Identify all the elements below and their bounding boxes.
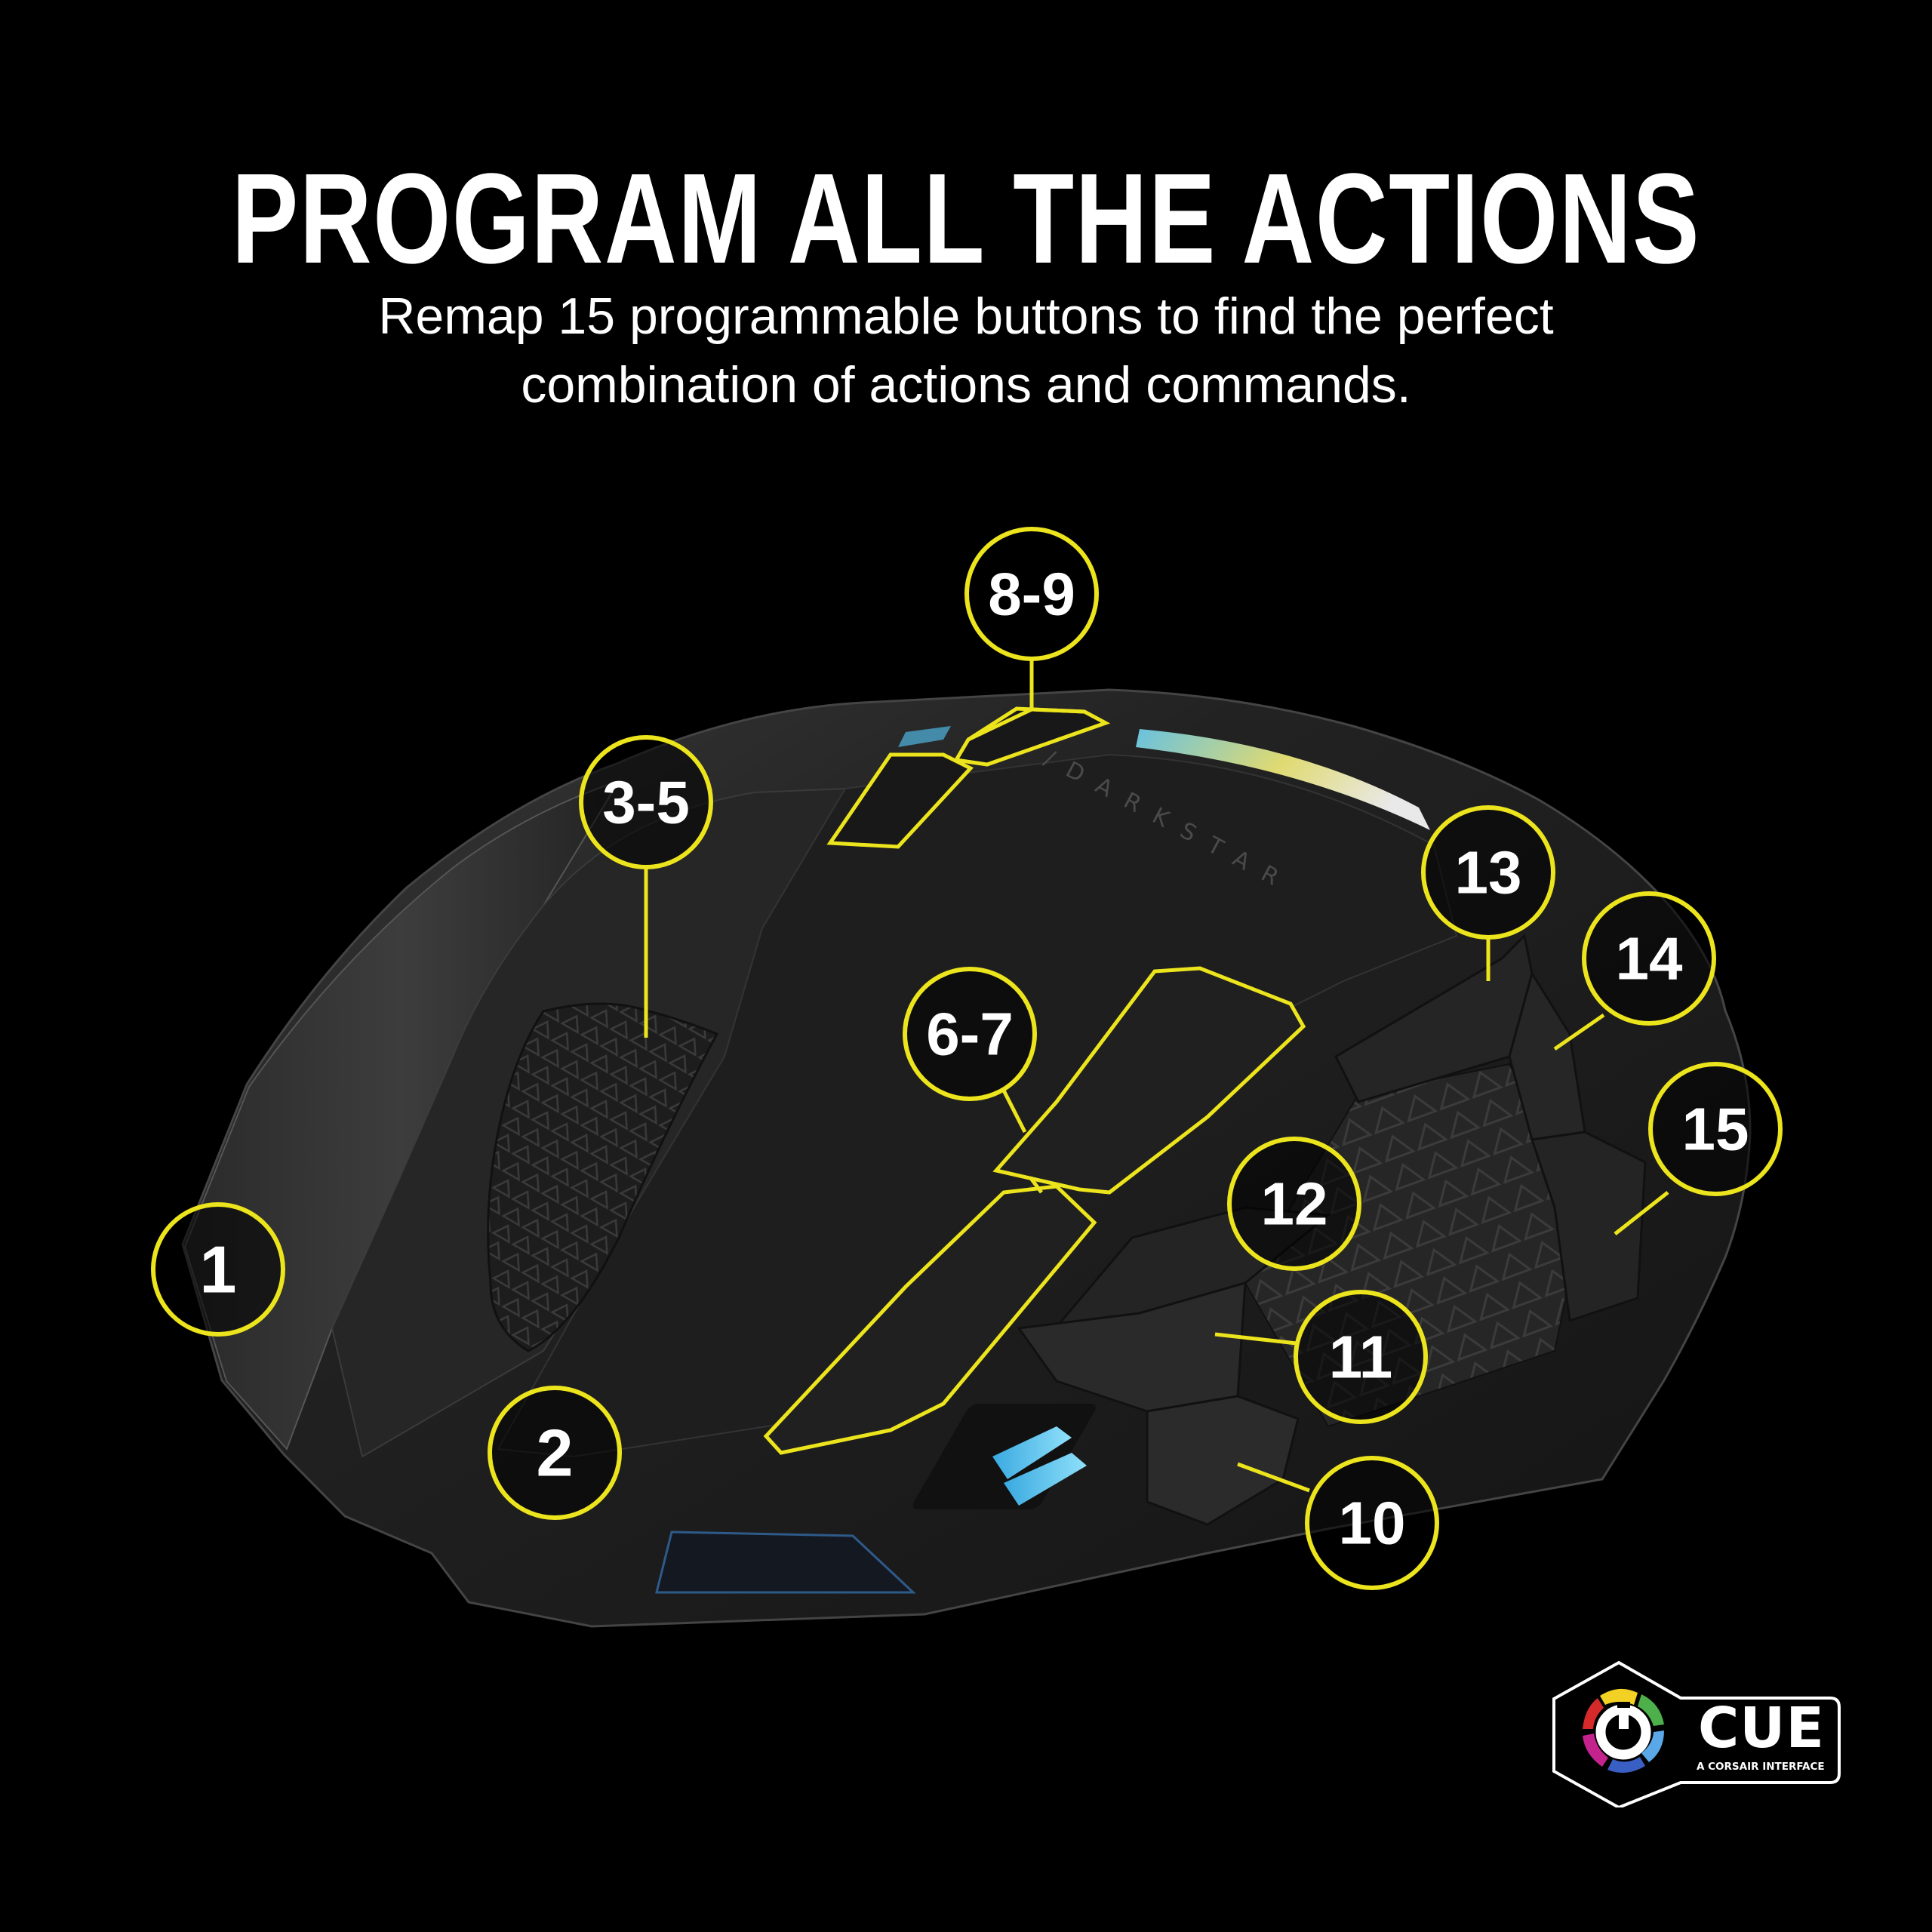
callout-15: 15 [1648, 1062, 1783, 1196]
scroll-wheel [487, 1002, 719, 1352]
callout-13: 13 [1421, 805, 1555, 940]
forward-button [992, 966, 1306, 1195]
callout-8-9: 8-9 [964, 527, 1099, 661]
callout-14: 14 [1582, 891, 1716, 1026]
callout-10: 10 [1305, 1456, 1439, 1590]
callout-label: 13 [1455, 839, 1522, 906]
callout-1: 1 [151, 1202, 285, 1337]
icue-logo: CUE A CORSAIR INTERFACE [1543, 1657, 1845, 1810]
side-button-15 [1531, 1131, 1647, 1322]
back-button [763, 1184, 1097, 1455]
callout-label: 1 [200, 1232, 237, 1307]
logo-wordmark: CUE [1698, 1696, 1825, 1761]
callout-label: 15 [1682, 1096, 1749, 1163]
callout-3-5: 3-5 [579, 735, 713, 869]
callout-12: 12 [1227, 1137, 1361, 1271]
side-button-14 [1508, 971, 1586, 1141]
subtitle-line-2: combination of actions and commands. [521, 356, 1411, 414]
dpi-indicator [912, 1404, 1096, 1509]
led-strip [1136, 729, 1430, 830]
dpi-down-button [826, 752, 974, 849]
page-title: PROGRAM ALL THE ACTIONS [231, 147, 1701, 291]
icue-hexagon-icon [1552, 1660, 1841, 1810]
callout-label: 6-7 [926, 1001, 1014, 1068]
callout-label: 3-5 [602, 769, 690, 836]
callout-label: 2 [537, 1416, 574, 1491]
logo-tagline: A CORSAIR INTERFACE [1697, 1761, 1825, 1773]
callout-2: 2 [488, 1386, 622, 1520]
callout-label: 10 [1339, 1490, 1406, 1557]
bottom-led [655, 1531, 916, 1594]
callout-11: 11 [1294, 1290, 1428, 1424]
callout-leaders [644, 658, 1669, 1493]
callout-6-7: 6-7 [903, 967, 1037, 1101]
callout-label: 8-9 [988, 561, 1075, 628]
led-strip-left [898, 726, 951, 747]
callout-label: 12 [1261, 1171, 1328, 1238]
callout-label: 14 [1616, 925, 1683, 992]
callout-label: 11 [1329, 1324, 1393, 1391]
subtitle-line-1: Remap 15 programmable buttons to find th… [378, 288, 1554, 345]
